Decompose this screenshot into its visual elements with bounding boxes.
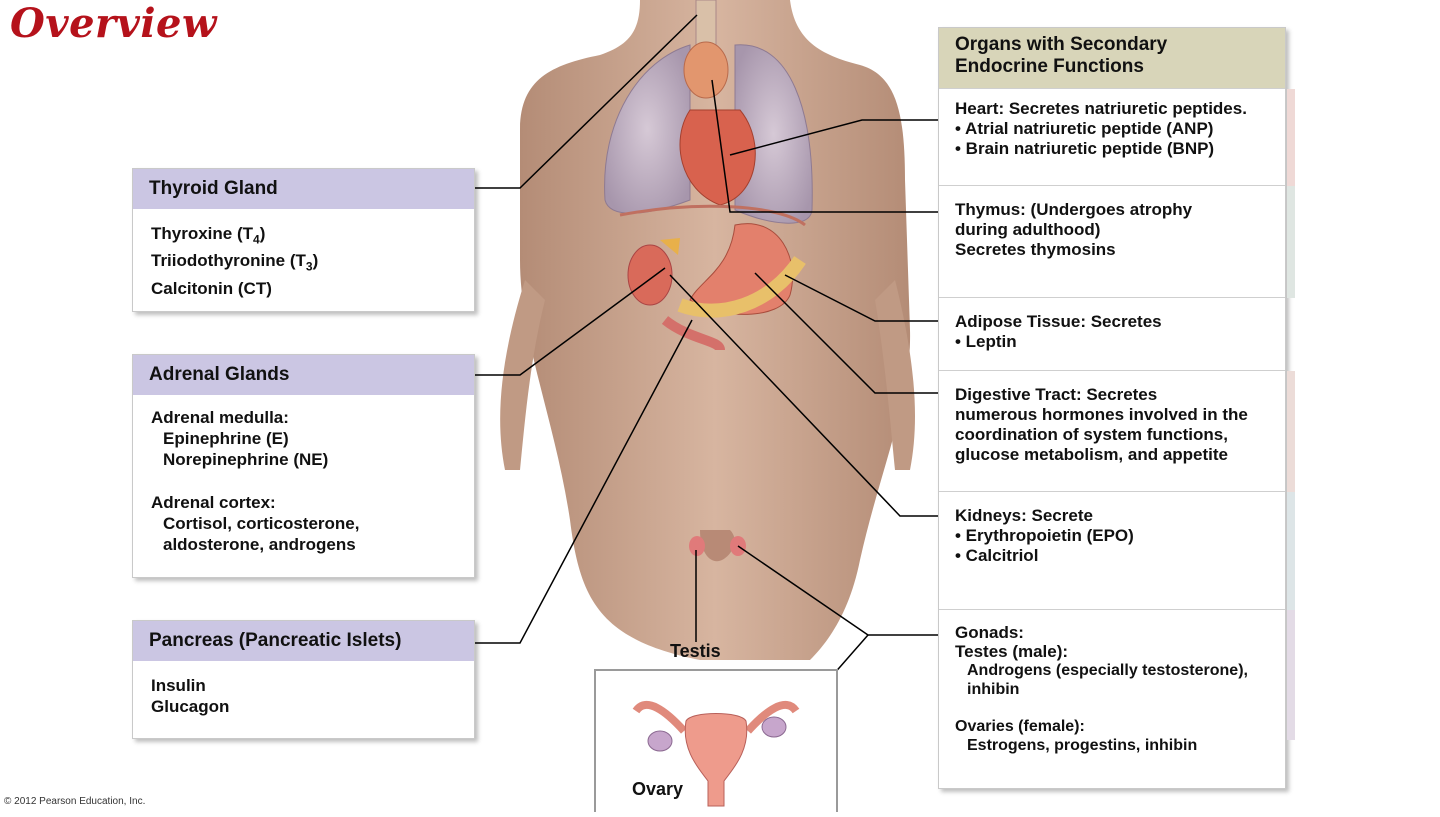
adrenal-item: Epinephrine (E): [163, 429, 289, 448]
torso-silhouette: [500, 0, 915, 660]
thyroid-gland-header: Thyroid Gland: [133, 169, 474, 209]
copyright-notice: © 2012 Pearson Education, Inc.: [4, 796, 146, 807]
kidneys-line: • Calcitriol: [955, 546, 1039, 565]
kidneys-line: • Erythropoietin (EPO): [955, 526, 1134, 545]
thymus-line: Secretes thymosins: [955, 240, 1116, 259]
diaphragm: [619, 204, 806, 227]
uterus-illustration: [632, 701, 800, 807]
pancreas-hormone-list: Insulin Glucagon: [133, 661, 474, 731]
adrenal-cortex-title: Adrenal cortex:: [151, 493, 276, 512]
kidney-adrenal: [627, 238, 680, 306]
pancreas-item: Glucagon: [151, 697, 230, 716]
adipose-line: • Leptin: [955, 332, 1017, 351]
thyroid-gland-box: Thyroid Gland Thyroxine (T4) Triiodothyr…: [132, 168, 475, 312]
kidneys-line: Kidneys: Secrete: [955, 506, 1093, 525]
gonads-section: Gonads: Testes (male): Androgens (especi…: [939, 609, 1295, 788]
thyroid-item: Triiodothyronine (T3): [151, 251, 319, 274]
testes-title: Testes (male):: [955, 642, 1069, 661]
trachea-thyroid: [683, 0, 729, 99]
thyroid-hormone-list: Thyroxine (T4) Triiodothyronine (T3) Cal…: [133, 209, 474, 313]
secondary-endocrine-panel: Organs with Secondary Endocrine Function…: [938, 27, 1295, 789]
female-reproductive-inset: Ovary: [594, 669, 838, 812]
lungs: [604, 44, 813, 224]
gonads-title: Gonads:: [955, 623, 1024, 642]
digestive-line: Digestive Tract: Secretes: [955, 385, 1158, 404]
adrenal-item: Norepinephrine (NE): [163, 450, 329, 469]
testes-item: inhibin: [967, 681, 1020, 698]
secondary-endocrine-header: Organs with Secondary Endocrine Function…: [939, 28, 1285, 88]
thyroid-item: Thyroxine (T4): [151, 224, 266, 247]
adipose-line: Adipose Tissue: Secretes: [955, 312, 1162, 331]
adipose-section: Adipose Tissue: Secretes • Leptin: [939, 297, 1285, 370]
adrenal-hormone-list: Adrenal medulla: Epinephrine (E) Norepin…: [133, 395, 474, 569]
thymus-line: during adulthood): [955, 220, 1101, 239]
intestine: [661, 315, 725, 352]
heart-section: Heart: Secretes natriuretic peptides. • …: [939, 88, 1295, 186]
ovary-label: Ovary: [632, 779, 684, 799]
digestive-line: coordination of system functions,: [955, 425, 1228, 444]
heart-line: • Brain natriuretic peptide (BNP): [955, 139, 1215, 158]
kidneys-section: Kidneys: Secrete • Erythropoietin (EPO) …: [939, 491, 1295, 610]
digestive-tract-section: Digestive Tract: Secretes numerous hormo…: [939, 370, 1295, 492]
adrenal-glands-box: Adrenal Glands Adrenal medulla: Epinephr…: [132, 354, 475, 578]
ovaries-item: Estrogens, progestins, inhibin: [967, 737, 1198, 754]
thymus-section: Thymus: (Undergoes atrophy during adulth…: [939, 185, 1295, 298]
stomach-pancreas: [677, 223, 806, 318]
adrenal-item: aldosterone, androgens: [163, 535, 356, 554]
heart-line: • Atrial natriuretic peptide (ANP): [955, 119, 1214, 138]
pancreas-box: Pancreas (Pancreatic Islets) Insulin Glu…: [132, 620, 475, 739]
thyroid-item: Calcitonin (CT): [151, 278, 272, 298]
adrenal-item: Cortisol, corticosterone,: [163, 514, 360, 533]
pancreas-header: Pancreas (Pancreatic Islets): [133, 621, 474, 661]
slide-title: Overview: [10, 0, 217, 47]
adrenal-glands-header: Adrenal Glands: [133, 355, 474, 395]
pancreas-item: Insulin: [151, 676, 206, 695]
ovaries-title: Ovaries (female):: [955, 718, 1085, 735]
digestive-line: glucose metabolism, and appetite: [955, 445, 1229, 464]
digestive-line: numerous hormones involved in the: [955, 405, 1248, 424]
heart-line: Heart: Secretes natriuretic peptides.: [955, 99, 1247, 118]
adrenal-medulla-title: Adrenal medulla:: [151, 408, 289, 427]
thymus-line: Thymus: (Undergoes atrophy: [955, 200, 1193, 219]
testes-item: Androgens (especially testosterone),: [967, 662, 1248, 679]
testis-label: Testis: [670, 641, 721, 661]
